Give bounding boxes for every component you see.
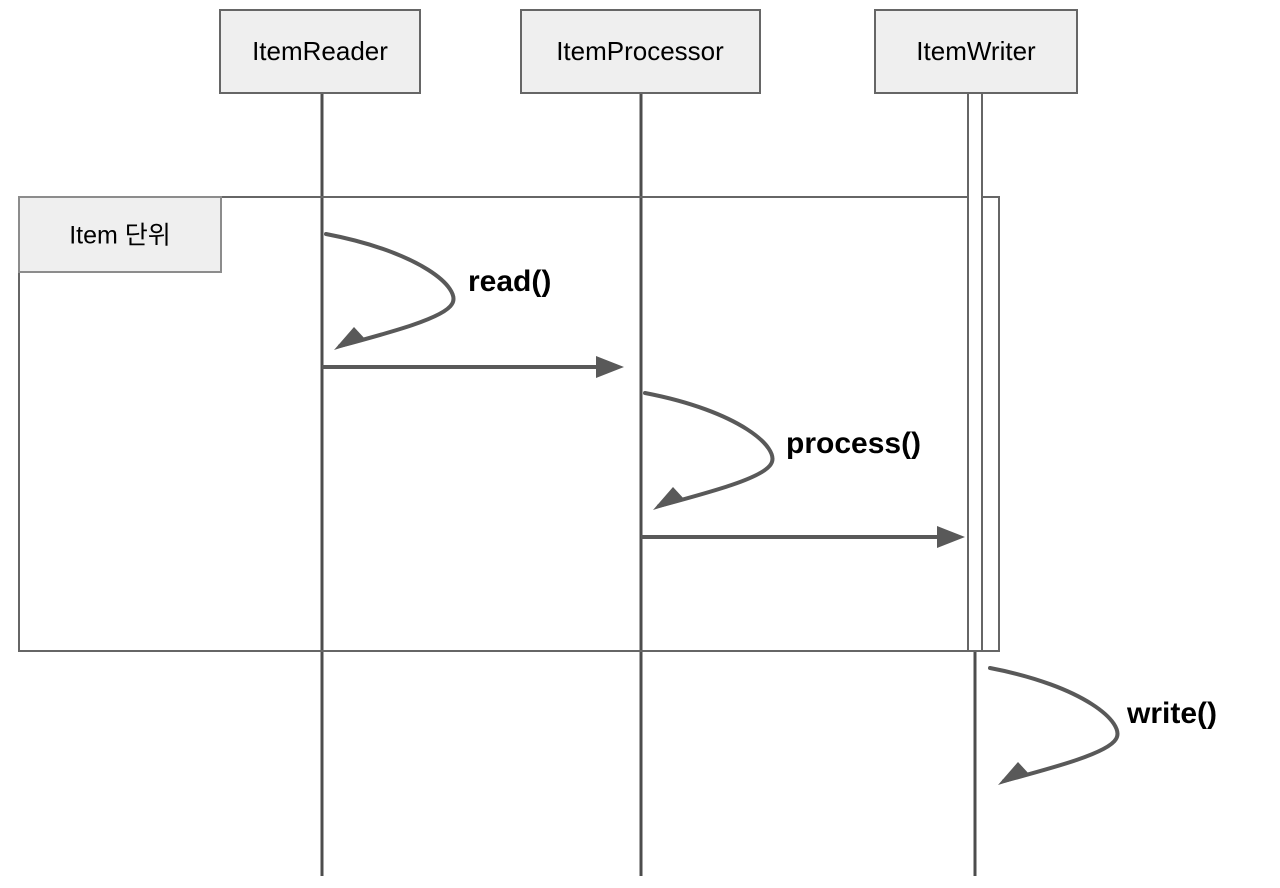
self-call-curve-process xyxy=(643,391,775,508)
message-label-write: write() xyxy=(1126,697,1217,730)
arrowhead-processor-to-writer xyxy=(937,526,965,548)
messages-group xyxy=(322,232,1120,785)
arrowhead-reader-to-processor xyxy=(596,356,624,378)
message-labels-group: read() process() write() xyxy=(468,265,1217,730)
item-unit-frame xyxy=(18,196,1000,652)
message-processor-to-writer xyxy=(641,526,965,548)
frame-label-tab: Item 단위 xyxy=(18,196,222,273)
message-read xyxy=(324,232,456,350)
participant-item-writer[interactable]: ItemWriter xyxy=(874,9,1078,94)
arrowhead-process xyxy=(653,487,685,510)
activation-bars-group xyxy=(967,92,983,652)
participant-box-item-processor[interactable] xyxy=(520,9,761,94)
message-reader-to-processor xyxy=(322,356,624,378)
activation-bar-item-writer xyxy=(967,92,983,652)
arrowhead-read xyxy=(334,327,366,350)
participant-label-item-writer: ItemWriter xyxy=(916,36,1036,66)
participant-box-item-writer[interactable] xyxy=(874,9,1078,94)
frame-label-text: Item 단위 xyxy=(69,222,171,250)
lifelines-group xyxy=(320,93,977,876)
participant-label-item-reader: ItemReader xyxy=(252,36,388,66)
message-label-read: read() xyxy=(468,265,551,298)
participant-item-reader[interactable]: ItemReader xyxy=(219,9,421,94)
participant-item-processor[interactable]: ItemProcessor xyxy=(520,9,761,94)
frame-label-background xyxy=(18,196,222,273)
message-process xyxy=(643,391,775,510)
participant-box-item-reader[interactable] xyxy=(219,9,421,94)
arrowhead-write xyxy=(998,762,1030,785)
frame-border xyxy=(18,196,1000,652)
message-label-process: process() xyxy=(786,427,921,460)
participant-label-item-processor: ItemProcessor xyxy=(556,36,724,66)
self-call-curve-read xyxy=(324,232,456,348)
participants-group: ItemReader ItemProcessor ItemWriter xyxy=(219,9,1078,94)
self-call-curve-write xyxy=(988,666,1120,783)
message-write xyxy=(988,666,1120,785)
